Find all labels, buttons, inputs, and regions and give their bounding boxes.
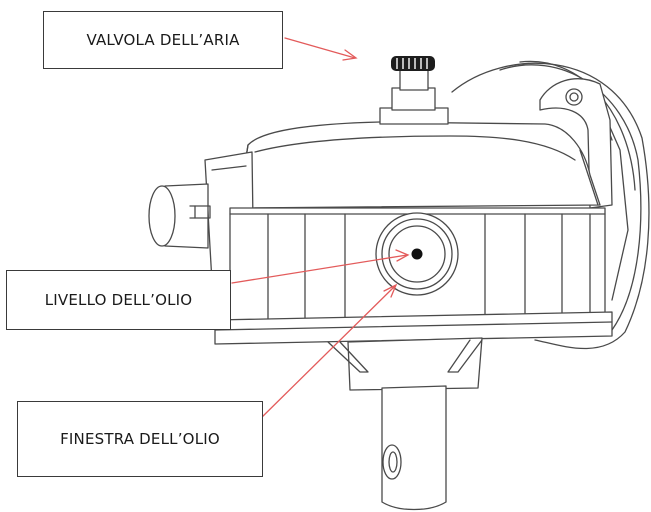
air-valve bbox=[379, 69, 449, 125]
air-valve-knob bbox=[391, 56, 435, 71]
mounting-bracket bbox=[539, 78, 613, 209]
lower-neck bbox=[327, 337, 483, 391]
base-plate bbox=[214, 311, 613, 345]
output-shaft bbox=[381, 385, 447, 511]
oil-level-label-text: LIVELLO DELL’OLIO bbox=[44, 291, 193, 309]
arrow-oil-level bbox=[231, 249, 410, 284]
air-valve-label: VALVOLA DELL’ARIA bbox=[43, 11, 283, 69]
oil-window-label-text: FINESTRA DELL’OLIO bbox=[60, 430, 220, 448]
air-valve-label-text: VALVOLA DELL’ARIA bbox=[86, 31, 240, 49]
oil-level-label: LIVELLO DELL’OLIO bbox=[6, 270, 231, 330]
arrow-oil-window bbox=[257, 283, 398, 422]
oil-level-dot bbox=[411, 248, 423, 260]
input-shaft bbox=[148, 183, 211, 249]
upper-housing bbox=[237, 121, 601, 209]
arrow-air-valve bbox=[284, 37, 358, 61]
oil-window-label: FINESTRA DELL’OLIO bbox=[17, 401, 263, 477]
callout-arrows bbox=[231, 37, 410, 422]
